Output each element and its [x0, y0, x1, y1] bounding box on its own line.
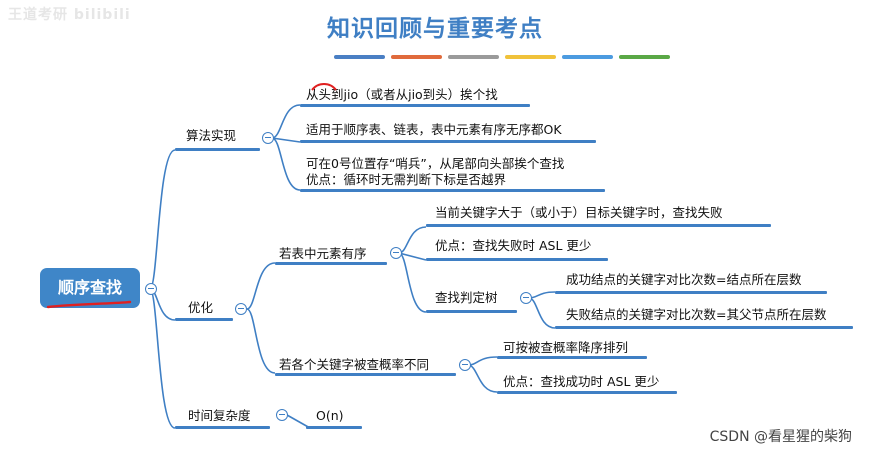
algorithm-item-3-line	[300, 189, 605, 192]
title-color-segment	[391, 55, 442, 59]
ordered-line	[275, 262, 387, 265]
ordered-collapse-toggle[interactable]	[390, 247, 402, 259]
probability-item-2: 优点：查找成功时 ASL 更少	[503, 374, 660, 389]
branch-optimize-line	[175, 318, 233, 321]
tree-item-1-line	[555, 291, 827, 294]
ordered-item-1-line	[426, 224, 771, 227]
watermark-top-left: 王道考研 bilibili	[8, 7, 131, 23]
probability-item-1: 可按被查概率降序排列	[503, 340, 629, 355]
complexity-value: O(n)	[316, 408, 344, 423]
algorithm-item-3: 可在0号位置存“哨兵”，从尾部向头部挨个查找	[306, 156, 565, 171]
optimize-collapse-toggle[interactable]	[235, 303, 247, 315]
branch-complexity-line	[175, 426, 270, 429]
ordered-item-2-line	[426, 258, 608, 261]
red-annotation-mark	[311, 83, 337, 91]
watermark-bottom-right: CSDN @看星猩的柴狗	[709, 429, 852, 445]
tree-item-1: 成功结点的关键字对比次数=结点所在层数	[566, 272, 802, 287]
title-color-segment	[448, 55, 499, 59]
page-title: 知识回顾与重要考点	[327, 16, 543, 42]
title-color-segment	[505, 55, 556, 59]
algorithm-item-1: 从头到jio（或者从jio到头）挨个找	[306, 87, 498, 102]
probability-item-1-line	[497, 356, 647, 359]
algorithm-item-2-line	[300, 140, 596, 143]
ordered-item-1: 当前关键字大于（或小于）目标关键字时，查找失败	[435, 205, 723, 220]
complexity-collapse-toggle[interactable]	[276, 409, 288, 421]
ordered-label: 若表中元素有序	[279, 246, 367, 261]
probability-item-2-line	[497, 391, 677, 394]
root-red-underline	[46, 300, 132, 309]
algorithm-item-2: 适用于顺序表、链表，表中元素有序无序都OK	[306, 122, 562, 137]
tree-item-2: 失败结点的关键字对比次数=其父节点所在层数	[566, 307, 827, 322]
tree-item-2-line	[555, 326, 853, 329]
algorithm-item-4: 优点：循环时无需判断下标是否越界	[306, 172, 507, 187]
ordered-item-2: 优点：查找失败时 ASL 更少	[435, 238, 592, 253]
tree-label: 查找判定树	[435, 290, 498, 305]
probability-label: 若各个关键字被查概率不同	[279, 357, 430, 372]
probability-line	[275, 373, 456, 376]
tree-collapse-toggle[interactable]	[520, 292, 532, 304]
title-color-segment	[562, 55, 613, 59]
title-color-segment	[619, 55, 670, 59]
root-collapse-toggle[interactable]	[145, 283, 157, 295]
branch-algorithm-label: 算法实现	[186, 128, 237, 143]
probability-collapse-toggle[interactable]	[459, 359, 471, 371]
branch-complexity-label: 时间复杂度	[188, 408, 251, 423]
branch-algorithm-line	[175, 148, 260, 151]
tree-line	[426, 310, 517, 313]
algorithm-item-1-line	[300, 104, 530, 107]
branch-optimize-label: 优化	[188, 300, 214, 315]
algorithm-collapse-toggle[interactable]	[262, 132, 274, 144]
complexity-value-line	[306, 426, 362, 429]
title-color-segment	[334, 55, 385, 59]
